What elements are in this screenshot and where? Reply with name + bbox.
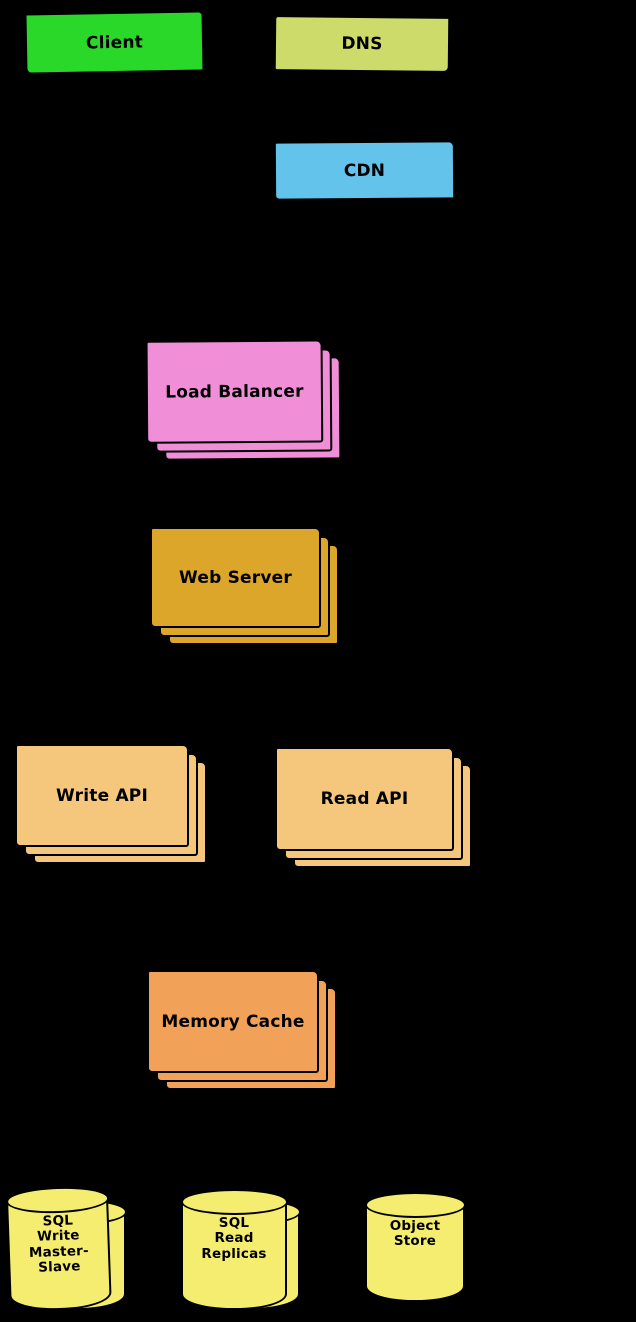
node-web-server: Web Server bbox=[150, 527, 355, 657]
node-load-balancer: Load Balancer bbox=[145, 339, 357, 472]
node-write-api-label: Write API bbox=[56, 785, 148, 806]
read-api-stack-layer-front: Read API bbox=[275, 747, 454, 851]
node-client: Client bbox=[24, 10, 205, 75]
node-cdn-label: CDN bbox=[343, 160, 386, 181]
load-balancer-stack-layer-front: Load Balancer bbox=[145, 339, 324, 444]
write-api-stack-layer-front: Write API bbox=[15, 744, 189, 847]
node-read-api: Read API bbox=[275, 747, 487, 879]
node-object-store-label: Object Store bbox=[389, 1218, 441, 1250]
memory-cache-stack-layer-front: Memory Cache bbox=[147, 970, 319, 1073]
node-read-api-label: Read API bbox=[320, 789, 409, 809]
node-dns: DNS bbox=[273, 15, 451, 73]
node-sql-read-replicas-label: SQL Read Replicas bbox=[201, 1215, 267, 1262]
node-sql-write-master-slave: SQL Write Master- Slave bbox=[6, 1196, 112, 1312]
web-server-stack-layer-front: Web Server bbox=[150, 527, 321, 628]
node-load-balancer-label: Load Balancer bbox=[165, 381, 304, 403]
node-write-api: Write API bbox=[15, 744, 223, 876]
node-memory-cache-label: Memory Cache bbox=[161, 1011, 305, 1032]
node-dns-label: DNS bbox=[341, 33, 383, 55]
node-sql-read-replicas: SQL Read Replicas bbox=[180, 1189, 288, 1310]
node-object-store: Object Store bbox=[364, 1192, 466, 1302]
node-client-label: Client bbox=[85, 32, 144, 53]
node-web-server-label: Web Server bbox=[179, 567, 292, 588]
node-sql-write-master-slave-label: SQL Write Master- Slave bbox=[28, 1212, 90, 1276]
node-cdn: CDN bbox=[273, 140, 456, 201]
node-memory-cache: Memory Cache bbox=[147, 970, 353, 1102]
